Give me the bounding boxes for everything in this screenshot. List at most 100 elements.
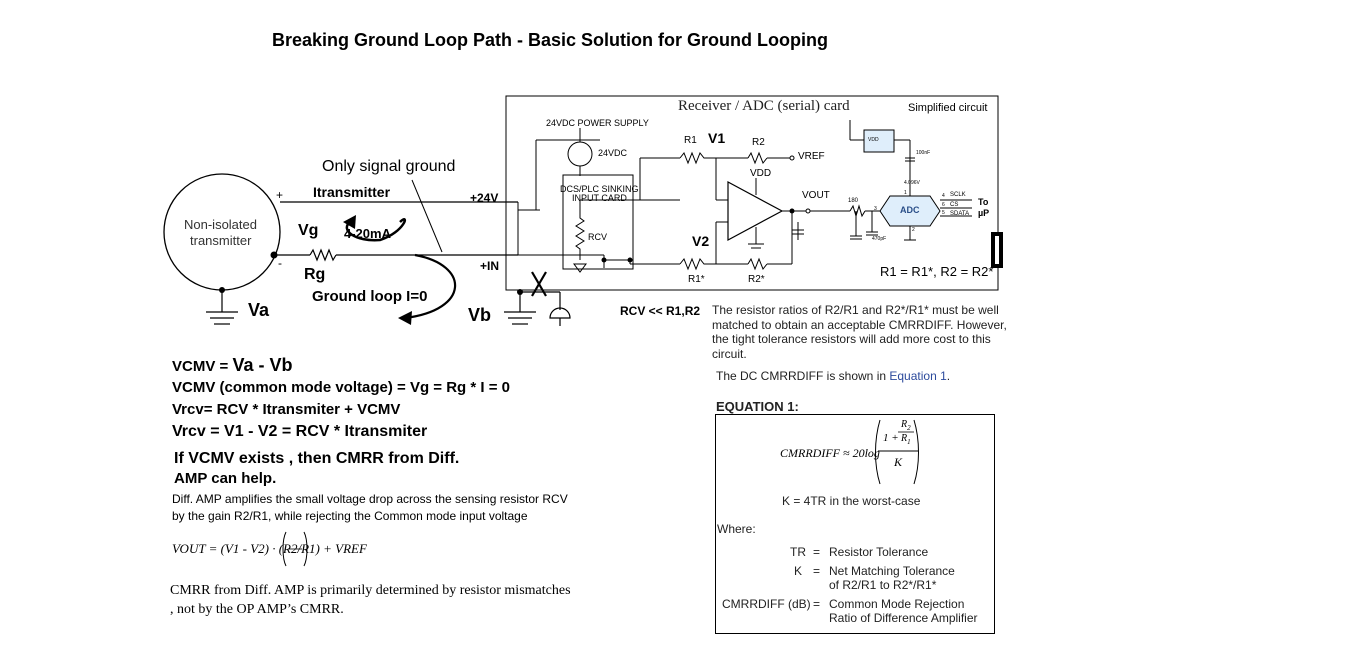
sclk-label: SCLK — [950, 192, 966, 198]
transmitter-label-2: transmitter — [190, 233, 252, 248]
power-supply-label: 24VDC POWER SUPPLY — [546, 118, 649, 128]
cs-label: CS — [950, 202, 959, 208]
signal-ground-pointer — [411, 179, 443, 253]
itransmitter-label: Itransmitter — [313, 184, 391, 200]
sdata-label: SDATA — [950, 211, 970, 217]
adc-label: ADC — [900, 205, 920, 215]
sinking-card-box — [562, 174, 634, 270]
only-signal-ground: Only signal ground — [322, 158, 456, 175]
formula-numerator: 1 + — [883, 432, 899, 444]
op-amp — [727, 180, 784, 242]
resistor-rg — [309, 248, 337, 262]
current-label: 4-20mA — [344, 226, 391, 241]
eq-line-3: Vrcv= RCV * Itransmiter + VCMV — [172, 401, 401, 418]
ratio-text-line: matched to obtain an acceptable CMRRDIFF… — [712, 317, 1007, 332]
formula-r1: R1 — [901, 433, 911, 446]
eq-line-10: , not by the OP AMP’s CMRR. — [170, 602, 344, 617]
current-loop-arrow — [345, 218, 406, 242]
def-sym: CMRRDIFF (dB) — [722, 597, 811, 611]
v2-label: V2 — [692, 233, 710, 249]
power-supply-symbol — [567, 141, 593, 167]
plus24v-label: +24V — [470, 191, 499, 205]
receiver-box — [505, 95, 999, 291]
eq-line-9: CMRR from Diff. AMP is primarily determi… — [170, 583, 571, 598]
def-eq: = — [813, 597, 821, 611]
resistor-r2 — [747, 151, 768, 165]
vref-label: VREF — [798, 151, 825, 162]
cap-note: 4.096V — [904, 180, 920, 186]
where-label: Where: — [717, 522, 756, 536]
ratio-text-line: the tight tolerance resistors will add m… — [712, 332, 991, 346]
def-eq: = — [813, 564, 821, 578]
def-sym: TR — [790, 545, 806, 559]
ratio-text: The resistor ratios of R2/R1 and R2*/R1*… — [712, 303, 1007, 361]
def-desc: Common Mode Rejection — [829, 597, 965, 611]
r2-label: R2 — [752, 137, 765, 148]
receiver-header: Receiver / ADC (serial) card — [678, 98, 850, 114]
adc-block — [879, 195, 941, 227]
eq-line-1a: VCMV = — [172, 358, 233, 375]
page-title: Breaking Ground Loop Path - Basic Soluti… — [272, 30, 828, 50]
to-label: To — [978, 197, 989, 207]
vdd-chip-label: VDD — [868, 137, 879, 143]
eq-line-5: If VCMV exists , then CMRR from Diff. — [174, 450, 460, 467]
vb-label: Vb — [468, 305, 492, 325]
supply-value: 24VDC — [598, 148, 628, 158]
eq-line-4: Vrcv = V1 - V2 = RCV * Itransmiter — [172, 423, 428, 440]
vg-label: Vg — [298, 222, 319, 239]
r180-label: 180 — [848, 198, 859, 204]
ratio-text-line: The resistor ratios of R2/R1 and R2*/R1*… — [712, 303, 999, 317]
rcv-label: RCV — [588, 232, 608, 242]
formula-r2: R2 — [901, 419, 911, 432]
pin-3: 3 — [874, 206, 877, 212]
pin-5: 5 — [942, 210, 945, 216]
formula-k: K — [894, 455, 903, 469]
transmitter-circle — [163, 173, 281, 291]
dc-cmrr-prefix: The DC CMRRDIFF is shown in — [716, 369, 890, 383]
rg-label: Rg — [304, 266, 326, 283]
r2star-label: R2* — [748, 274, 765, 285]
ground-loop-label: Ground loop I=0 — [312, 288, 428, 305]
resistor-r1 — [679, 151, 716, 165]
vdd-label: VDD — [750, 168, 772, 179]
r1-label: R1 — [684, 135, 697, 146]
c470-label: 470pF — [872, 236, 887, 242]
pin-1: 1 — [904, 190, 907, 196]
transmitter-label-1: Non-isolated — [184, 217, 257, 232]
node-minus — [270, 251, 278, 259]
eq-line-7: Diff. AMP amplifies the small voltage dr… — [172, 492, 568, 506]
vout-formula: VOUT = (V1 - V2) · (R2/R1) + VREF — [172, 541, 367, 556]
eq-line-1: VCMV = Va - Vb — [172, 355, 292, 376]
ratio-text-line: circuit. — [712, 346, 747, 361]
plus-in-label: +IN — [480, 259, 500, 273]
cmrr-formula: CMRRDIFF ≈ 20log — [780, 446, 880, 460]
eq-line-2a: VCMV (common mode voltage) — [172, 379, 393, 396]
vout-label: VOUT — [802, 190, 830, 201]
chassis-ground — [549, 307, 571, 319]
sinking-label-1: DCS/PLC SINKING — [560, 184, 639, 194]
eq-line-1b: Va - Vb — [232, 355, 293, 375]
eq-line-2b: = Vg = Rg * I = 0 — [392, 379, 510, 396]
r1star-label: R1* — [688, 274, 705, 285]
def-desc2: of R2/R1 to R2*/R1* — [829, 578, 937, 592]
minus-terminal: - — [278, 256, 282, 270]
eq-line-6: AMP can help. — [174, 470, 277, 487]
va-label: Va — [248, 300, 270, 320]
def-desc: Net Matching Tolerance — [829, 564, 955, 578]
ratio-equation: R1 = R1*, R2 = R2* — [880, 264, 994, 279]
vref-chip — [863, 129, 895, 153]
def-eq: = — [813, 545, 821, 559]
resistor-r1star — [679, 257, 716, 271]
rcv-note: RCV << R1,R2 — [620, 304, 701, 318]
eq-line-2: VCMV (common mode voltage) = Vg = Rg * I… — [172, 379, 510, 396]
def-desc: Resistor Tolerance — [829, 545, 929, 559]
c100-label: 100nF — [916, 150, 931, 156]
simplified-label: Simplified circuit — [908, 102, 988, 114]
equation-title: EQUATION 1: — [716, 399, 799, 414]
pin-4: 4 — [942, 193, 945, 199]
sinking-label-2: INPUT CARD — [572, 193, 627, 203]
equation-link[interactable]: Equation 1 — [889, 369, 947, 383]
ground-loop-arrow — [404, 253, 457, 320]
resistor-rcv — [575, 200, 585, 260]
